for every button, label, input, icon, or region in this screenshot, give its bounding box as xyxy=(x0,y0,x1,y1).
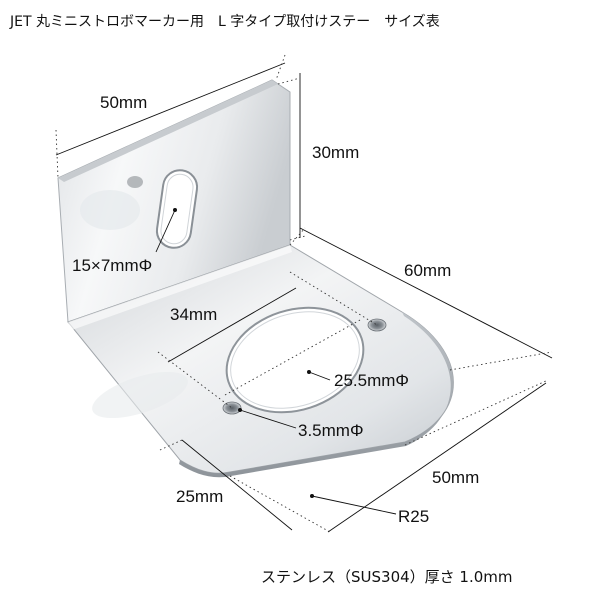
diagram-title: JET 丸ミニストロボマーカー用 L 字タイプ取付けステー サイズ表 xyxy=(9,14,440,30)
label-edge-offset: 25mm xyxy=(176,487,223,506)
label-hole-offset: 34mm xyxy=(170,305,217,324)
label-base-width: 50mm xyxy=(432,468,479,487)
dimension-hole-offset: 34mm xyxy=(157,271,378,409)
dimension-edge-offset: 25mm xyxy=(159,439,293,531)
small-hole-right xyxy=(367,318,387,332)
dimension-vertical-height: 30mm xyxy=(277,73,359,241)
label-base-length: 60mm xyxy=(404,261,451,280)
center-hole xyxy=(225,306,365,414)
dimension-radius: R25 xyxy=(310,494,429,526)
dimension-center-hole: 25.5mmΦ xyxy=(224,319,409,396)
dimension-small-hole: 3.5mmΦ xyxy=(238,408,364,440)
label-center-hole: 25.5mmΦ xyxy=(334,371,409,390)
dimension-base-length: 60mm xyxy=(289,227,553,371)
material-note: ステンレス（SUS304）厚さ 1.0mm xyxy=(261,568,513,586)
small-hole-left xyxy=(222,401,242,415)
label-slot: 15×7mmΦ xyxy=(72,256,152,275)
dimension-slot: 15×7mmΦ xyxy=(72,208,177,275)
dimension-top-width: 50mm xyxy=(55,54,286,179)
label-top-width: 50mm xyxy=(100,93,147,112)
label-radius: R25 xyxy=(398,507,429,526)
label-small-hole: 3.5mmΦ xyxy=(298,421,364,440)
label-vertical-height: 30mm xyxy=(312,143,359,162)
